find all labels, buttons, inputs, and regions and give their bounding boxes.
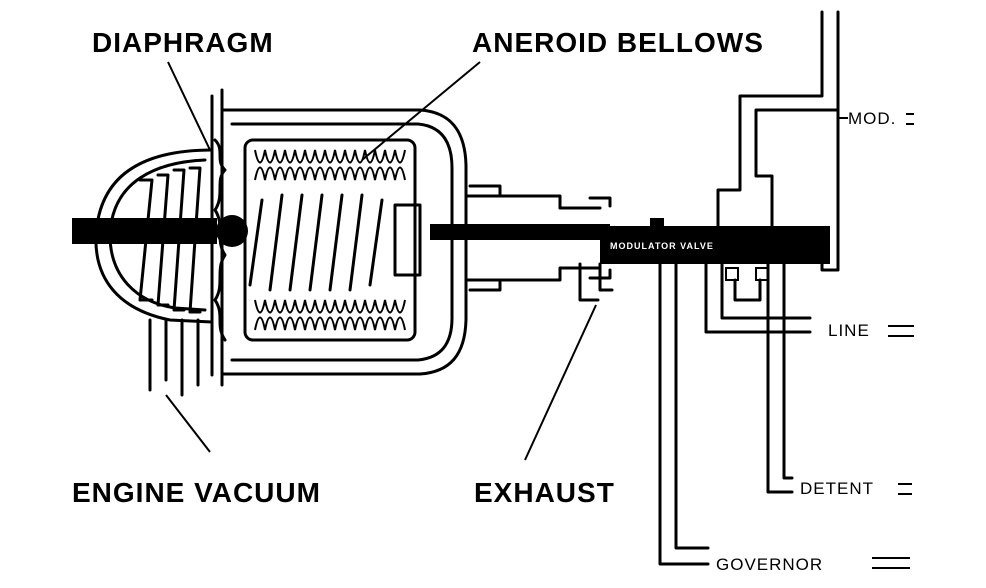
label-engine-vacuum: ENGINE VACUUM — [72, 477, 321, 508]
line-port-mark — [888, 325, 914, 337]
modulator-housing — [94, 88, 612, 387]
label-detent: DETENT — [800, 479, 874, 498]
passage-detent — [766, 262, 794, 494]
passage-engine-vacuum — [148, 318, 200, 397]
label-diaphragm: DIAPHRAGM — [92, 27, 274, 58]
passage-exhaust — [578, 262, 614, 302]
label-mod: MOD. — [848, 109, 896, 128]
detent-port-mark — [898, 483, 912, 495]
label-exhaust: EXHAUST — [474, 477, 615, 508]
passage-mod — [716, 10, 848, 272]
leader-lines — [165, 61, 597, 461]
passage-governor — [658, 262, 710, 566]
push-rod — [72, 215, 610, 247]
label-line: LINE — [828, 321, 870, 340]
mod-port-mark — [906, 113, 914, 125]
label-governor: GOVERNOR — [716, 555, 823, 574]
aneroid-bellows — [243, 138, 422, 342]
modulator-valve-label: MODULATOR VALVE — [610, 241, 714, 251]
governor-port-mark — [872, 557, 910, 569]
label-aneroid-bellows: ANEROID BELLOWS — [472, 27, 764, 58]
passage-line — [704, 262, 812, 334]
modulator-valve: MODULATOR VALVE — [600, 218, 830, 264]
